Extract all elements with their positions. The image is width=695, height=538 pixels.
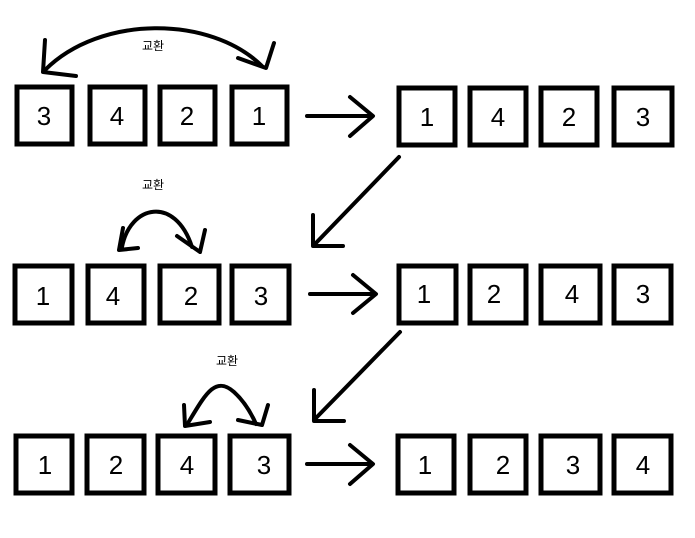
right-arrow-row-1 — [305, 95, 375, 138]
row-2-before-value-2: 4 — [106, 281, 120, 311]
row-1-before-value-4: 1 — [252, 101, 266, 131]
row-1-before-cell-4 — [229, 84, 290, 147]
row-1-after-cell-2 — [467, 85, 529, 148]
row-2-before-cell-4 — [229, 263, 292, 326]
row-1-before: 3 4 2 1 — [14, 84, 290, 147]
row-1-after: 1 4 2 3 — [396, 85, 675, 148]
row-1-after-value-2: 4 — [491, 102, 505, 132]
row-2-after-value-1: 1 — [417, 279, 431, 309]
row-3-before-value-3: 4 — [180, 450, 194, 480]
row-1-after-value-4: 3 — [636, 102, 650, 132]
row-1-after-cell-3 — [538, 85, 600, 148]
row-2-before-cell-2 — [85, 263, 147, 326]
row-3-after-value-1: 1 — [418, 450, 432, 480]
diagonal-arrow-2 — [312, 330, 402, 423]
swap-label-row-1: 교환 — [142, 39, 164, 53]
row-1-before-value-3: 2 — [180, 101, 194, 131]
row-3-after: 1 2 3 4 — [395, 433, 674, 496]
row-3-before-value-2: 2 — [109, 450, 123, 480]
row-3-after-cell-1 — [395, 433, 457, 496]
row-2-before-cell-3 — [157, 263, 222, 326]
row-2-before-value-3: 2 — [184, 281, 198, 311]
row-2-after-value-4: 3 — [636, 279, 650, 309]
swap-arrow-row-3: 교환 — [182, 354, 270, 428]
row-3-before: 1 2 4 3 — [13, 433, 292, 496]
swap-label-row-2: 교환 — [142, 178, 164, 192]
swap-label-row-3: 교환 — [216, 354, 238, 368]
row-3-after-cell-2 — [467, 433, 529, 496]
row-3-after-cell-4 — [611, 433, 674, 496]
row-1-before-value-2: 4 — [110, 101, 124, 131]
row-2-before-cell-1 — [12, 263, 75, 326]
row-1-before-value-1: 3 — [37, 101, 51, 131]
row-2-after-cell-3 — [538, 263, 603, 326]
row-1-after-cell-1 — [396, 85, 458, 148]
row-1-before-cell-3 — [157, 84, 218, 147]
row-2-before-value-1: 1 — [36, 281, 50, 311]
row-3-after-cell-3 — [538, 433, 603, 496]
row-2-before: 1 4 2 3 — [12, 263, 292, 326]
row-1-after-value-3: 2 — [562, 102, 576, 132]
row-2-after: 1 2 4 3 — [396, 263, 674, 326]
right-arrow-row-2 — [308, 273, 378, 315]
row-3-after-value-3: 3 — [566, 450, 580, 480]
row-2-after-cell-4 — [611, 263, 674, 326]
row-2-after-cell-2 — [467, 263, 529, 326]
swap-arrow-row-2: 교환 — [117, 178, 207, 254]
diagonal-arrow-1 — [311, 155, 401, 248]
row-1-after-value-1: 1 — [420, 102, 434, 132]
row-3-before-cell-4 — [227, 433, 292, 496]
row-1-after-cell-4 — [611, 85, 675, 148]
row-1-before-cell-2 — [87, 84, 148, 147]
row-3-after-value-2: 2 — [496, 450, 510, 480]
row-3-before-cell-2 — [84, 433, 147, 496]
row-3-before-cell-1 — [13, 433, 75, 496]
row-3-before-cell-3 — [155, 433, 218, 496]
right-arrow-row-3 — [305, 443, 375, 486]
row-2-after-cell-1 — [396, 263, 459, 326]
row-2-after-value-3: 4 — [565, 279, 579, 309]
row-3-after-value-4: 4 — [636, 450, 650, 480]
row-3-before-value-1: 1 — [38, 450, 52, 480]
row-1-before-cell-1 — [14, 84, 75, 147]
row-3-before-value-4: 3 — [257, 450, 271, 480]
swap-arrow-row-1: 교환 — [41, 26, 276, 78]
row-2-before-value-4: 3 — [254, 281, 268, 311]
row-2-after-value-2: 2 — [487, 279, 501, 309]
